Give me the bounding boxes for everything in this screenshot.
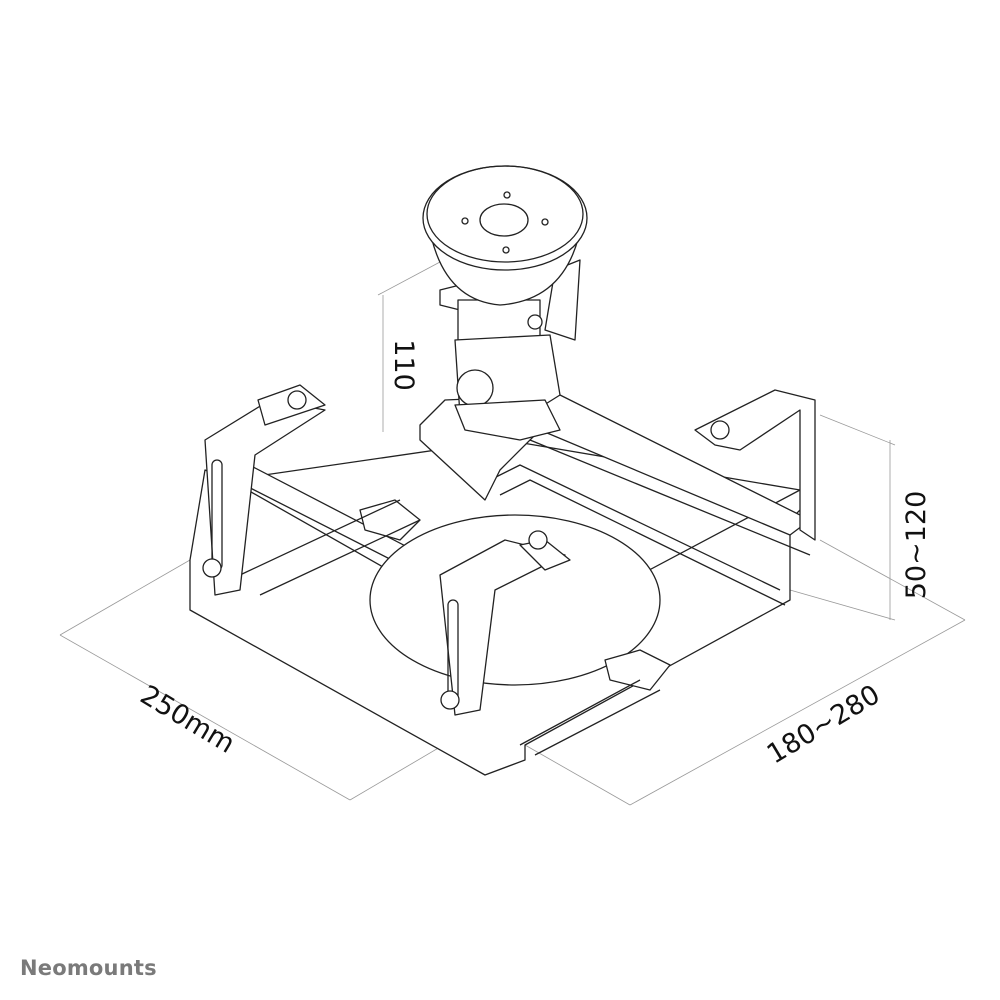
dimension-lines bbox=[59, 261, 966, 806]
width-dimension-label: 180~280 bbox=[762, 679, 886, 770]
swivel-head bbox=[422, 165, 588, 441]
brackets bbox=[202, 384, 816, 716]
bracket-height-dimension-label: 50~120 bbox=[901, 491, 932, 600]
brand-logo: Neomounts bbox=[20, 956, 157, 980]
height-dimension-label: 110 bbox=[388, 339, 419, 391]
tray bbox=[189, 439, 811, 776]
depth-dimension-label: 250mm bbox=[135, 680, 240, 760]
